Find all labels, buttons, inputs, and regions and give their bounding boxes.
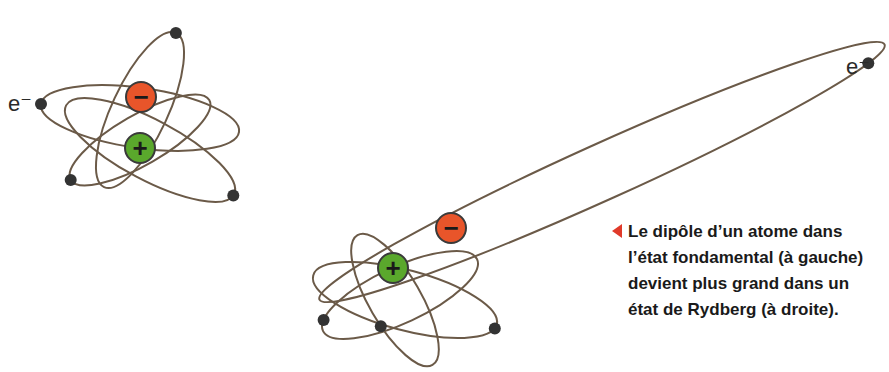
negative-charge: −: [125, 81, 157, 113]
electron-dot: [227, 190, 239, 202]
caption-marker: [612, 224, 622, 238]
electron-label: e⁻: [8, 91, 32, 117]
electron-orbit: [308, 19, 889, 325]
charge-sign: +: [385, 255, 400, 281]
electron-orbit: [335, 222, 455, 372]
electron-orbit: [79, 21, 202, 199]
electron-dot: [489, 322, 501, 334]
electron-orbit: [311, 234, 489, 357]
negative-charge: −: [435, 212, 467, 244]
charge-sign: −: [443, 215, 458, 241]
electron-dot: [375, 320, 387, 332]
positive-charge: +: [377, 252, 409, 284]
charge-sign: −: [133, 84, 148, 110]
electron-label: e⁻: [846, 54, 870, 80]
electron-dot: [318, 314, 330, 326]
electron-dot: [35, 98, 47, 110]
figure-caption: Le dipôle d’un atome dans l’état fondame…: [628, 219, 878, 323]
electron-dot: [170, 27, 182, 39]
charge-sign: +: [132, 135, 147, 161]
electron-orbit: [52, 79, 248, 221]
electron-orbit: [37, 74, 243, 161]
electron-orbit: [58, 78, 222, 201]
positive-charge: +: [124, 132, 156, 164]
electron-dot: [65, 174, 77, 186]
